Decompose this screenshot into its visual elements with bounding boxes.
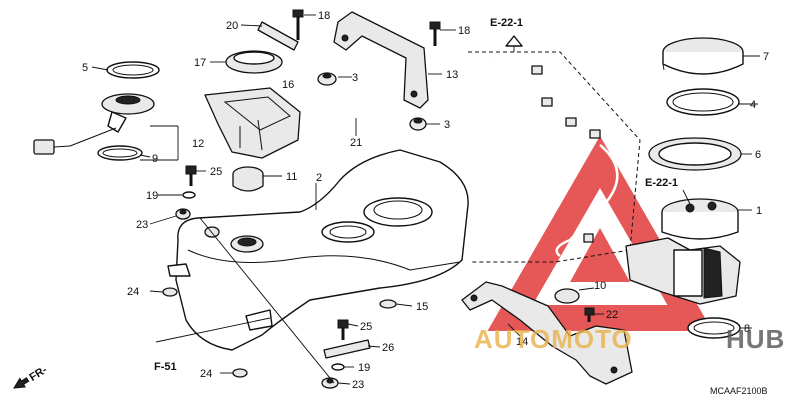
bracket-10 [554, 288, 580, 304]
callout-10: 10 [594, 280, 606, 292]
callout-17: 17 [194, 57, 206, 69]
fuel-cap-11 [232, 166, 264, 192]
ring-17 [225, 50, 283, 74]
callout-3-lower: 3 [444, 119, 450, 131]
callout-25-left: 25 [210, 166, 222, 178]
washer-19-bottom [331, 363, 345, 371]
callout-25-bottom: 25 [360, 321, 372, 333]
ring-4 [666, 88, 740, 116]
callout-19-left: 19 [146, 190, 158, 202]
callout-9: 9 [152, 153, 158, 165]
callout-24-left: 24 [127, 286, 139, 298]
fuel-tank-2 [167, 149, 469, 351]
bolt-18-right [429, 21, 441, 46]
bolt-25-left [185, 165, 197, 186]
watermark-text-left: AUTOMOTO [474, 324, 633, 354]
callout-19-bottom: 19 [358, 362, 370, 374]
heat-guard-16 [204, 87, 301, 159]
bolt-25-bottom [337, 319, 349, 340]
callout-23-bottom: 23 [352, 379, 364, 391]
bracket-26 [323, 339, 371, 359]
diagram-code: MCAAF2100B [710, 386, 768, 396]
bracket-20 [257, 21, 299, 51]
seal-ring-5 [106, 61, 160, 79]
cushion-24-left [162, 287, 178, 297]
reference-e22-top: E-22-1 [490, 17, 523, 29]
callout-15: 15 [416, 301, 428, 313]
callout-4: 4 [750, 99, 756, 111]
front-direction-label: FR- [27, 364, 49, 384]
grommet-3-lower [409, 117, 427, 131]
packing-6 [648, 137, 742, 171]
callout-6: 6 [755, 149, 761, 161]
reference-f51: F-51 [154, 361, 177, 373]
cushion-15 [379, 299, 397, 309]
watermark-text-right: HUB [726, 324, 785, 354]
front-direction-arrow: FR- [13, 364, 50, 389]
watermark-text: AUTOMOTO HUB [474, 324, 785, 354]
breather-hose-21 [325, 111, 484, 251]
seal-ring-9 [97, 145, 143, 161]
cover-7 [662, 37, 744, 75]
bracket-14 [461, 281, 633, 385]
callout-24-bottom: 24 [200, 368, 212, 380]
callout-16: 16 [282, 79, 294, 91]
callout-1: 1 [756, 205, 762, 217]
callout-labels: 1 2 3 3 4 5 6 7 8 9 10 11 12 13 14 15 16… [82, 10, 769, 391]
callout-2: 2 [316, 172, 322, 184]
callout-7: 7 [763, 51, 769, 63]
callout-14: 14 [516, 336, 528, 348]
callout-8: 8 [744, 323, 750, 335]
reference-e22-mid: E-22-1 [645, 177, 678, 189]
callout-12: 12 [192, 138, 204, 150]
washer-19-left [182, 191, 196, 199]
cushion-24-bottom [232, 368, 248, 378]
callout-18-left: 18 [318, 10, 330, 22]
e22-reference-zone [468, 35, 641, 263]
callout-13: 13 [446, 69, 458, 81]
leader-lines [91, 14, 760, 385]
callout-5: 5 [82, 62, 88, 74]
grommet-23-bottom [321, 377, 339, 389]
callout-18-right: 18 [458, 25, 470, 37]
tank-bracket-13 [333, 11, 429, 109]
callout-20: 20 [226, 20, 238, 32]
bolt-22 [584, 307, 595, 322]
grommet-3-upper [317, 72, 337, 86]
callout-11: 11 [286, 171, 297, 183]
fuel-pump-1 [625, 198, 741, 305]
callout-3-upper: 3 [352, 72, 358, 84]
callout-22: 22 [606, 309, 618, 321]
callout-21: 21 [350, 137, 362, 149]
callout-23-left: 23 [136, 219, 148, 231]
fuel-hoses [485, 61, 619, 257]
bolt-18-left [292, 9, 304, 40]
callout-26: 26 [382, 342, 394, 354]
fuel-gauge-sender-12 [33, 93, 155, 155]
grommet-23-left [175, 208, 191, 220]
